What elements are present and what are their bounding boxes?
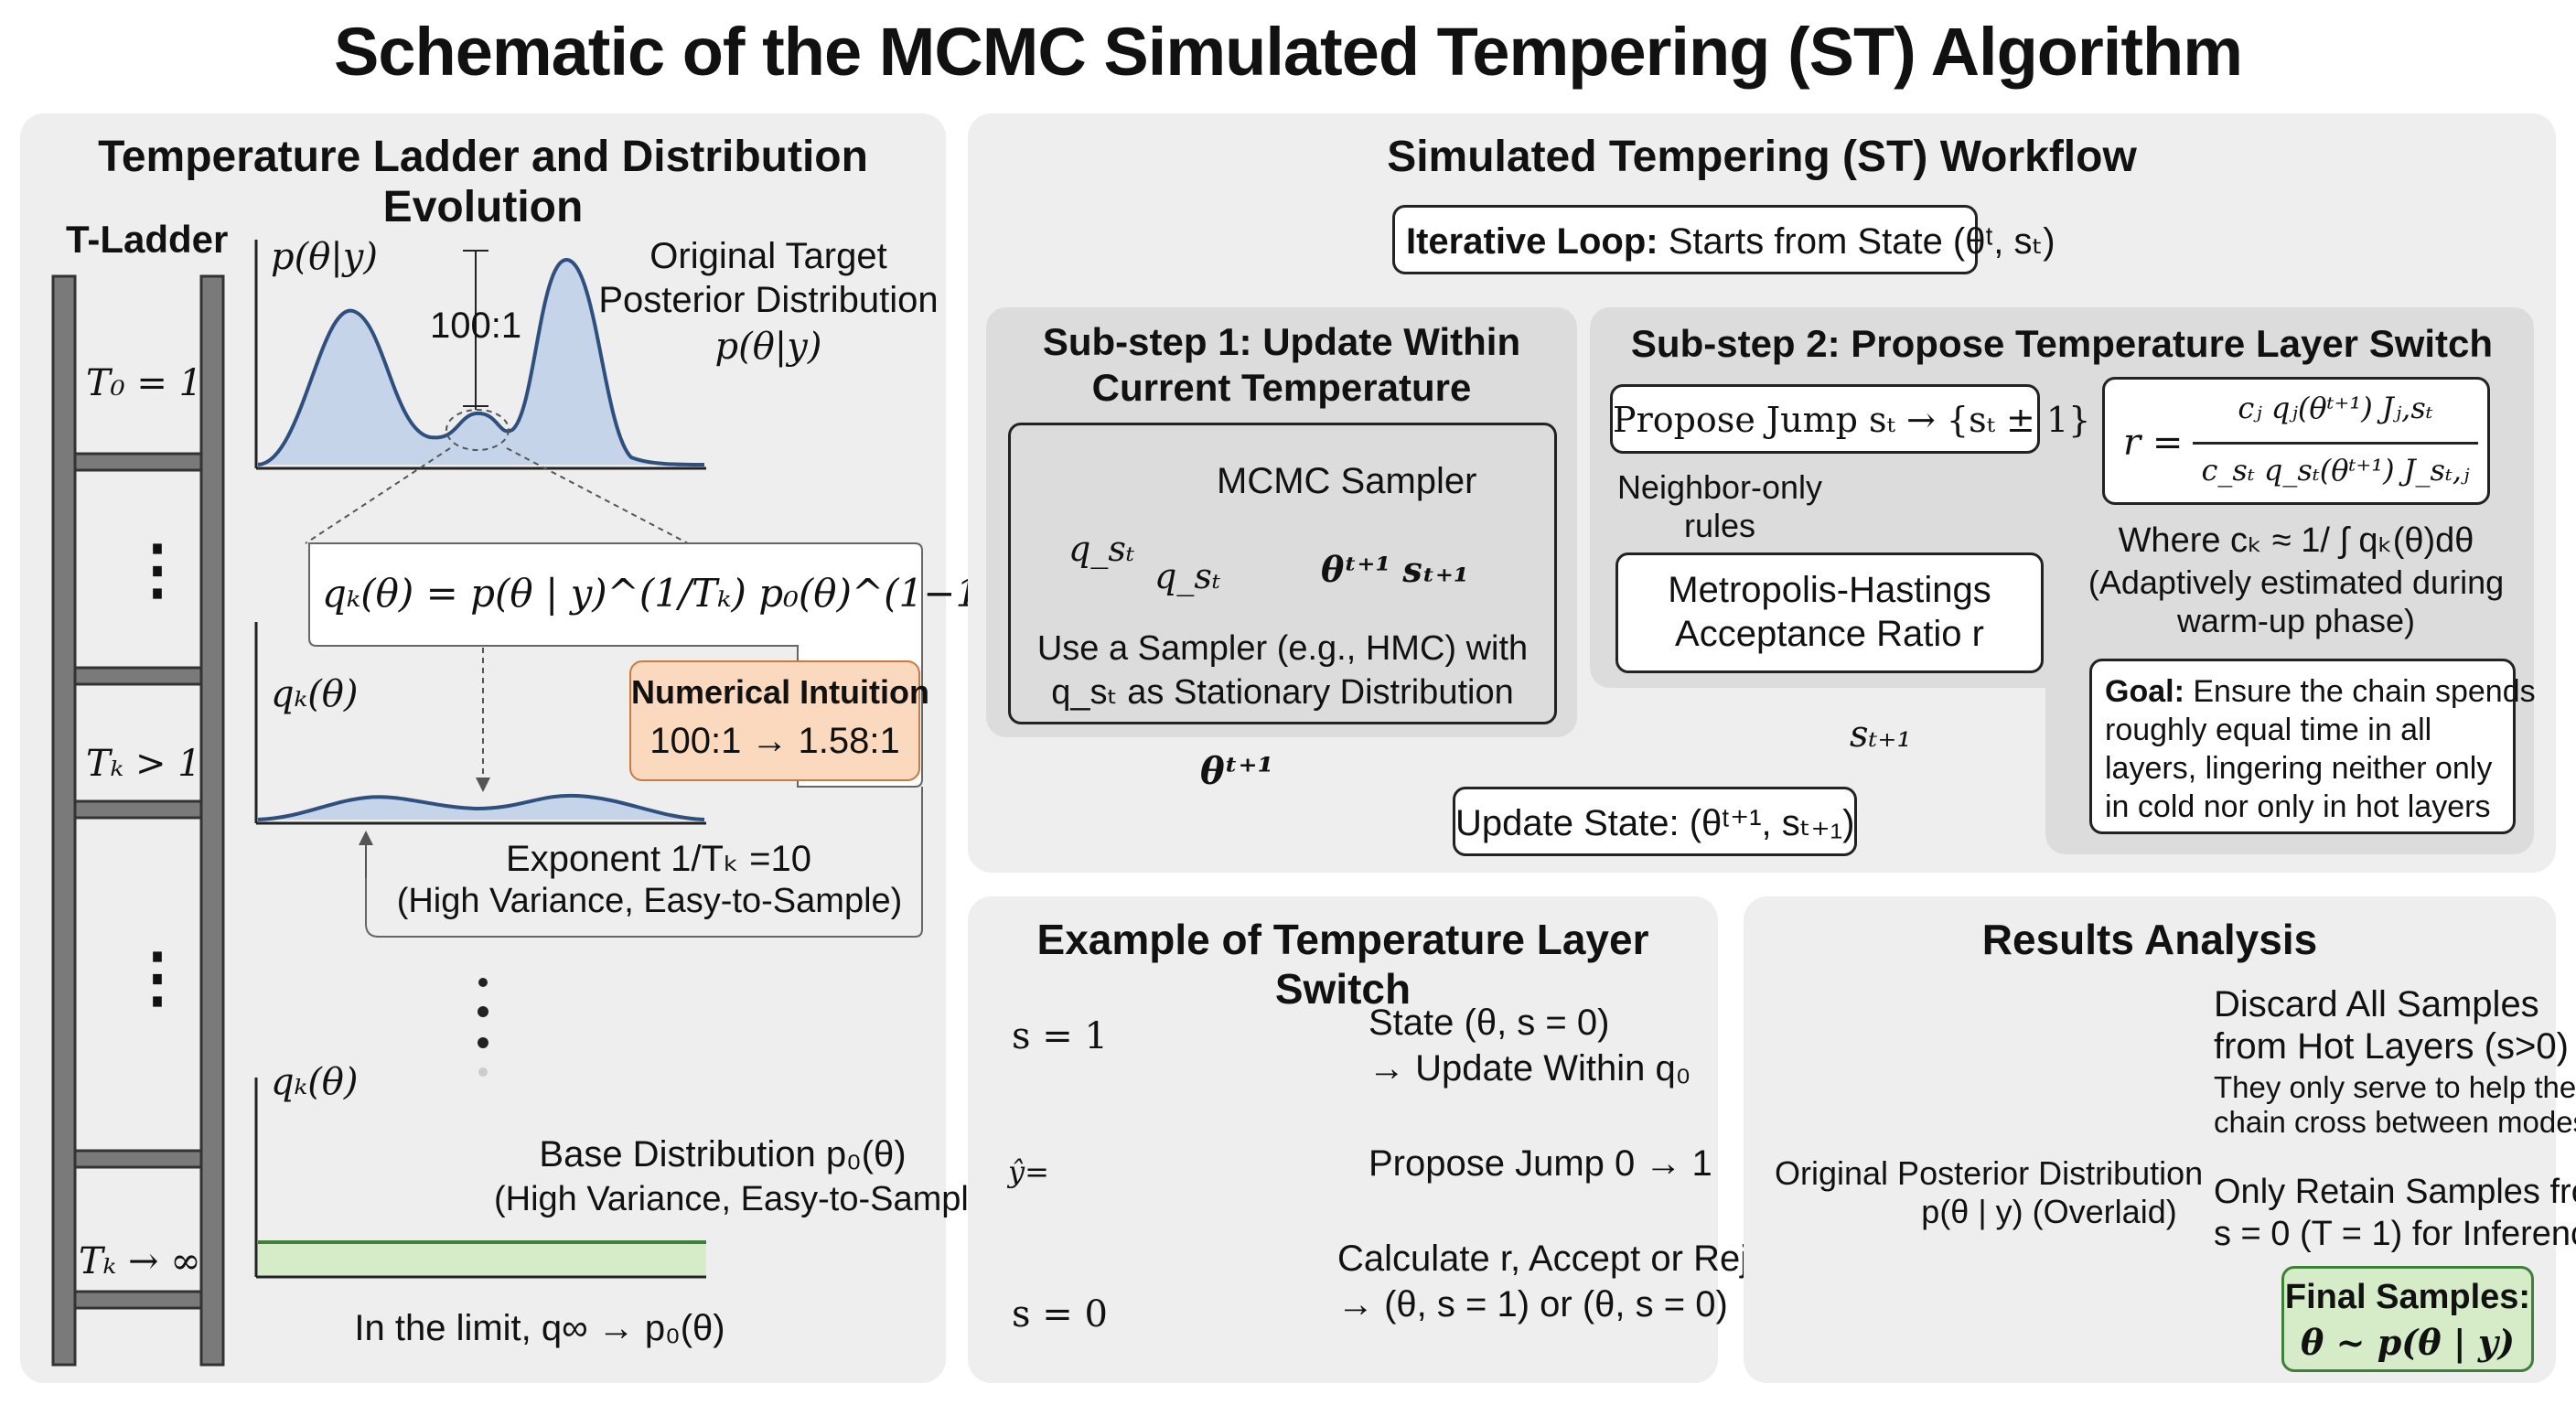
base-distribution-plot xyxy=(254,1078,706,1279)
orig-dist-1: Original Posterior Distribution xyxy=(1775,1154,2204,1192)
orig-dist-2: p(θ | y) (Overlaid) xyxy=(1921,1193,2177,1230)
substep1-panel xyxy=(986,307,1577,737)
example-calc-1: Calculate r, Accept or Reject xyxy=(1337,1239,1798,1279)
discard-4: chain cross between modes xyxy=(2214,1105,2576,1139)
final-line-2: θ ~ p(θ | y) xyxy=(2301,1322,2515,1363)
discard-1: Discard All Samples xyxy=(2214,984,2539,1024)
page-title: Schematic of the MCMC Simulated Temperin… xyxy=(333,14,2243,90)
where-line-3: warm-up phase) xyxy=(2176,602,2416,639)
goal-box: Goal: Ensure the chain spends roughly eq… xyxy=(2089,659,2536,834)
ladder-dots-1: ⋮ xyxy=(124,533,190,606)
substep1-title-1: Sub-step 1: Update Within xyxy=(1042,320,1521,363)
rung-label-tinf: Tₖ → ∞ xyxy=(79,1240,201,1282)
propose-jump-box: Propose Jump sₜ → {sₜ ± 1} xyxy=(1610,384,2091,454)
retain-1: Only Retain Samples from xyxy=(2214,1173,2576,1211)
discard-3: They only serve to help the xyxy=(2214,1070,2576,1104)
example-calc-2: → (θ, s = 1) or (θ, s = 0) xyxy=(1337,1284,1728,1325)
goal-line-2: roughly equal time in all xyxy=(2105,713,2432,747)
goal-bold: Goal: xyxy=(2105,674,2184,709)
base-dist-label: Base Distribution p₀(θ) xyxy=(539,1134,907,1174)
target-posterior-plot xyxy=(254,240,706,544)
neighbor-rule-1: Neighbor-only xyxy=(1616,468,1823,506)
discard-2: from Hot Layers (s>0) xyxy=(2214,1026,2569,1067)
bottom-plot-ylabel: qₖ(θ) xyxy=(271,1061,359,1103)
example-s0: s = 0 xyxy=(1012,1293,1108,1335)
ladder-label: T-Ladder xyxy=(66,218,229,261)
example-state-2: → Update Within q₀ xyxy=(1368,1048,1691,1089)
ratio-divider xyxy=(2193,442,2478,445)
limit-label: In the limit, q∞ → p₀(θ) xyxy=(354,1308,725,1348)
update-state-box: Update State: (θᵗ⁺¹, sₜ₊₁) xyxy=(1453,787,1857,856)
intuition-title: Numerical Intuition xyxy=(631,673,930,711)
mcmc-sampler-title: MCMC Sampler xyxy=(1217,461,1477,501)
update-state-text: Update State: (θᵗ⁺¹, sₜ₊₁) xyxy=(1455,803,1855,843)
theta-next-label: θᵗ⁺¹ sₜ₊₁ xyxy=(1321,549,1469,590)
temperature-ladder xyxy=(51,274,225,1367)
propose-jump-text: Propose Jump sₜ → {sₜ ± 1} xyxy=(1613,400,2091,440)
goal-line-1: Ensure the chain spends xyxy=(2193,674,2536,709)
s-next-label: sₜ₊₁ xyxy=(1850,713,1912,756)
sampler-desc-1: Use a Sampler (e.g., HMC) with xyxy=(1036,629,1529,668)
where-line-1: Where cₖ ≈ 1/ ∫ qₖ(θ)dθ xyxy=(2118,521,2474,560)
tempered-plot xyxy=(254,622,923,1077)
example-title: Example of Temperature Layer Switch xyxy=(1036,916,1649,1013)
mid-plot-note: (High Variance, Easy-to-Sample) xyxy=(396,882,903,920)
sampler-desc-2: q_sₜ as Stationary Distribution xyxy=(1051,673,1514,712)
mh-ratio-box: Metropolis-Hastings Acceptance Ratio r xyxy=(1615,552,2044,673)
mh-line-1: Metropolis-Hastings xyxy=(1668,570,1991,610)
loop-text: Starts from State (θᵗ, sₜ) xyxy=(1668,221,2055,262)
formula-callout xyxy=(308,542,923,792)
ladder-dots-2: ⋮ xyxy=(124,941,190,1014)
base-dist-note: (High Variance, Easy-to-Sample) xyxy=(494,1180,1000,1218)
mcmc-sampler-box xyxy=(1008,423,1557,724)
ratio-numerator: cⱼ qⱼ(θᵗ⁺¹) Jⱼ,sₜ xyxy=(2238,391,2433,425)
final-samples-box: Final Samples: θ ~ p(θ | y) xyxy=(2281,1266,2534,1372)
example-propose: Propose Jump 0 → 1 xyxy=(1368,1143,1712,1184)
goal-line-4: in cold nor only in hot layers xyxy=(2105,789,2491,824)
iterative-loop-box: Iterative Loop: Starts from State (θᵗ, s… xyxy=(1392,205,2055,274)
intuition-value: 100:1 → 1.58:1 xyxy=(649,721,900,761)
top-plot-ylabel: p(θ|y) xyxy=(271,236,378,278)
rung-label-tk: Tₖ > 1 xyxy=(86,743,201,785)
neighbor-rule-2: rules xyxy=(1683,507,1756,544)
target-caption-1: Original Target xyxy=(649,236,887,276)
target-caption-2: Posterior Distribution xyxy=(598,280,939,320)
results-title: Results Analysis xyxy=(1981,916,2318,963)
ladder-panel-title: Temperature Ladder and Distribution Evol… xyxy=(98,133,868,231)
goal-line-3: layers, lingering neither only xyxy=(2105,751,2493,786)
theta-out-label: θᵗ⁺¹ xyxy=(1200,750,1274,793)
numerical-intuition-box: Numerical Intuition 100:1 → 1.58:1 xyxy=(629,660,930,781)
q-label-inner: q_sₜ xyxy=(1154,556,1221,596)
exponent-label: Exponent 1/Tₖ =10 xyxy=(506,839,811,879)
example-state-1: State (θ, s = 0) xyxy=(1368,1003,1610,1043)
workflow-title: Simulated Tempering (ST) Workflow xyxy=(1387,133,2137,181)
example-s1: s = 1 xyxy=(1012,1015,1108,1057)
final-line-1: Final Samples: xyxy=(2284,1278,2531,1316)
loop-bold: Iterative Loop: xyxy=(1406,221,1658,262)
ratio-denominator: c_sₜ q_sₜ(θᵗ⁺¹) J_sₜ,ⱼ xyxy=(2201,453,2470,488)
example-yhat: ŷ= xyxy=(1008,1154,1049,1189)
mh-line-2: Acceptance Ratio r xyxy=(1675,614,1984,654)
mid-plot-ylabel: qₖ(θ) xyxy=(271,673,359,715)
retain-2: s = 0 (T = 1) for Inference xyxy=(2214,1215,2576,1253)
substep2-title: Sub-step 2: Propose Temperature Layer Sw… xyxy=(1630,322,2494,365)
ratio-formula-box: r = cⱼ qⱼ(θᵗ⁺¹) Jⱼ,sₜ c_sₜ q_sₜ(θᵗ⁺¹) J_… xyxy=(2102,377,2490,505)
example-panel xyxy=(968,896,1718,1383)
q-label-outer: q_sₜ xyxy=(1068,529,1135,569)
substep1-title-2: Current Temperature xyxy=(1091,366,1472,409)
where-line-2: (Adaptively estimated during xyxy=(2088,563,2505,601)
ratio-lhs: r = xyxy=(2123,422,2184,464)
ratio-label: 100:1 xyxy=(430,306,522,346)
target-caption-math: p(θ|y) xyxy=(714,326,822,368)
tempering-formula: qₖ(θ) = p(θ | y)^(1/Tₖ) p₀(θ)^(1−1/Tₖ) xyxy=(322,571,1048,616)
rung-label-t0: T₀ = 1 xyxy=(86,362,203,404)
